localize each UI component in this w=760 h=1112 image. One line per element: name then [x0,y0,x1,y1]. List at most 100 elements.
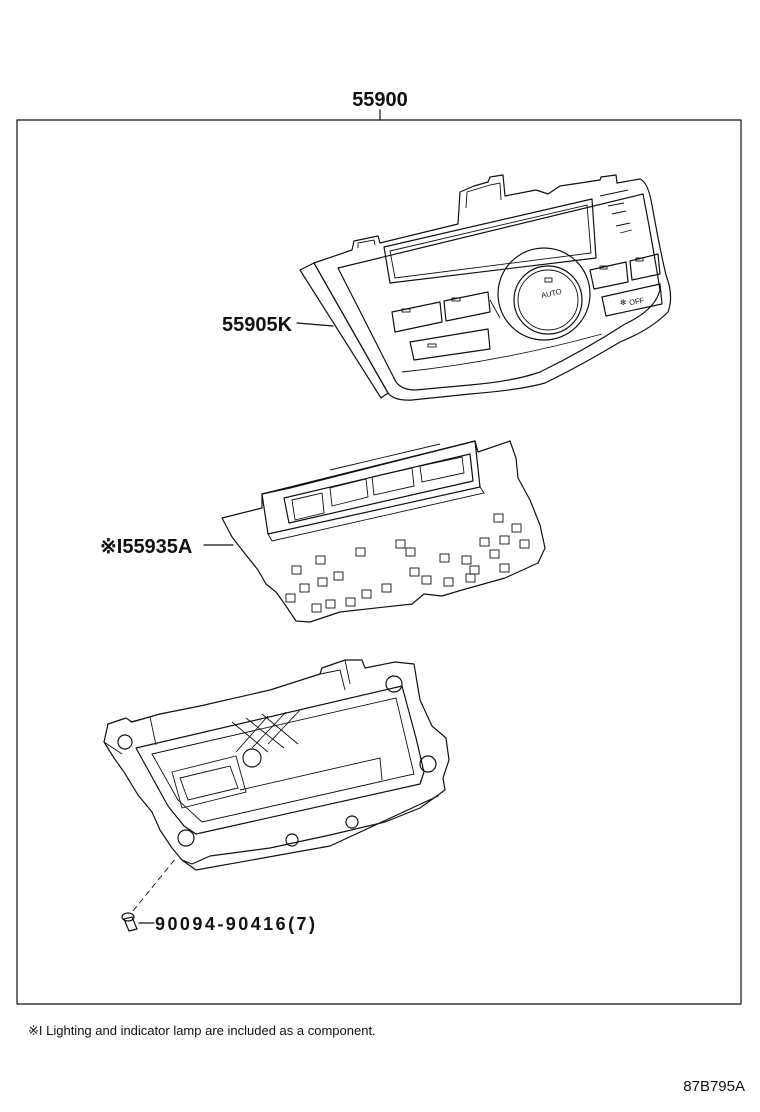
electronic-component [315,555,326,565]
button-lamp [635,257,644,262]
display-window [383,198,597,284]
button-lower-left-1 [391,301,443,333]
panel-top-tab [465,182,502,209]
electronic-component [361,589,372,599]
button-lower-left-3 [409,328,491,361]
button-divider [489,299,501,319]
frame-crossmember-inner [179,765,239,801]
electronic-component [311,603,322,613]
screw-shaft [123,916,138,932]
button-lamp [427,343,437,348]
part-label-55935A[interactable]: ※I55935A [100,536,192,558]
indicator-line [615,222,631,227]
part-leader-55905K [296,322,334,327]
fan-icon: ✻ [620,298,627,307]
off-button [601,283,663,317]
electronic-component [345,597,356,607]
frame-mounting-boss [117,734,133,750]
lcd-segment-block [291,492,325,521]
off-button-label: OFF [628,296,645,308]
electronic-component [439,553,450,563]
display-module-edge [267,486,485,542]
lcd-screen [283,453,474,524]
electronic-component [409,567,420,577]
frame-mounting-boss [385,675,403,693]
panel-side-face [299,262,389,399]
electronic-component [317,577,328,587]
display-window-glass [389,204,592,279]
lcd-bar-graph [419,456,465,483]
frame-top-tab [319,659,351,691]
screw-install-line [132,857,177,912]
upper-right-indicators [599,189,633,234]
electronic-component [489,549,500,559]
circuit-board [221,440,546,623]
electronic-component [285,593,296,603]
frame-inner-opening [135,685,425,835]
indicator-line [619,229,633,234]
panel-tab-left [357,239,376,248]
lcd-segment-block [371,467,415,496]
indicator-line [599,189,629,197]
electronic-component [355,547,366,557]
frame-side-tab [103,716,157,755]
connector-strip [329,443,441,471]
electronic-component [325,599,336,609]
frame-mounting-boss [177,829,195,847]
button-lamp [401,308,411,313]
electronic-component [469,565,480,575]
panel-outer-face [313,174,672,401]
frame-hatch [231,709,301,753]
button-lamp [599,265,608,270]
control-panel: AUTO ✻ OFF [299,174,672,401]
part-label-55905K[interactable]: 55905K [222,314,293,336]
button-upper-right-2 [629,253,661,281]
auto-indicator-lamp [544,277,553,283]
assembly-frame-box [16,119,742,1005]
electronic-component [493,513,504,523]
button-upper-right-1 [589,261,629,290]
electronic-component [479,537,490,547]
electronic-component [461,555,472,565]
electronic-component [405,547,416,557]
frame-mounting-boss [285,833,299,847]
button-lower-left-2 [443,291,491,322]
electronic-component [519,539,530,549]
part-label-screw[interactable]: 90094-90416(7) [155,914,315,934]
electronic-component [511,523,522,533]
frame-mounting-boss [419,755,437,773]
frame-crossmember [171,755,247,809]
electronic-component [499,563,510,573]
indicator-line [611,210,627,215]
electronic-component [395,539,406,549]
lcd-segment-block [329,478,369,507]
electronic-component [465,573,476,583]
frame-rib [239,757,383,791]
frame-outer [103,659,450,865]
electronic-component [443,577,454,587]
frame-mounting-boss [345,815,359,829]
auto-knob-label: AUTO [540,287,562,300]
screw-head [121,912,135,922]
electronic-component [381,583,392,593]
electronic-component [299,583,310,593]
button-lamp [451,297,461,302]
screw [121,912,138,932]
frame-inner-rim [151,697,415,823]
assembly-part-number[interactable]: 55900 [352,89,408,111]
knob-surround [497,247,591,341]
electronic-component [333,571,344,581]
frame-bottom-lip [181,795,439,871]
footnote: ※I Lighting and indicator lamp are inclu… [28,1023,376,1038]
electronic-component [291,565,302,575]
housing-frame [103,659,450,871]
electronic-component [421,575,432,585]
panel-inner-bezel [337,193,661,391]
auto-knob-face [517,269,579,331]
electronic-component [499,535,510,545]
illustration-id: 87B795A [683,1078,745,1095]
auto-knob [513,265,583,335]
board-components [285,513,530,613]
frame-mounting-boss [242,748,262,768]
